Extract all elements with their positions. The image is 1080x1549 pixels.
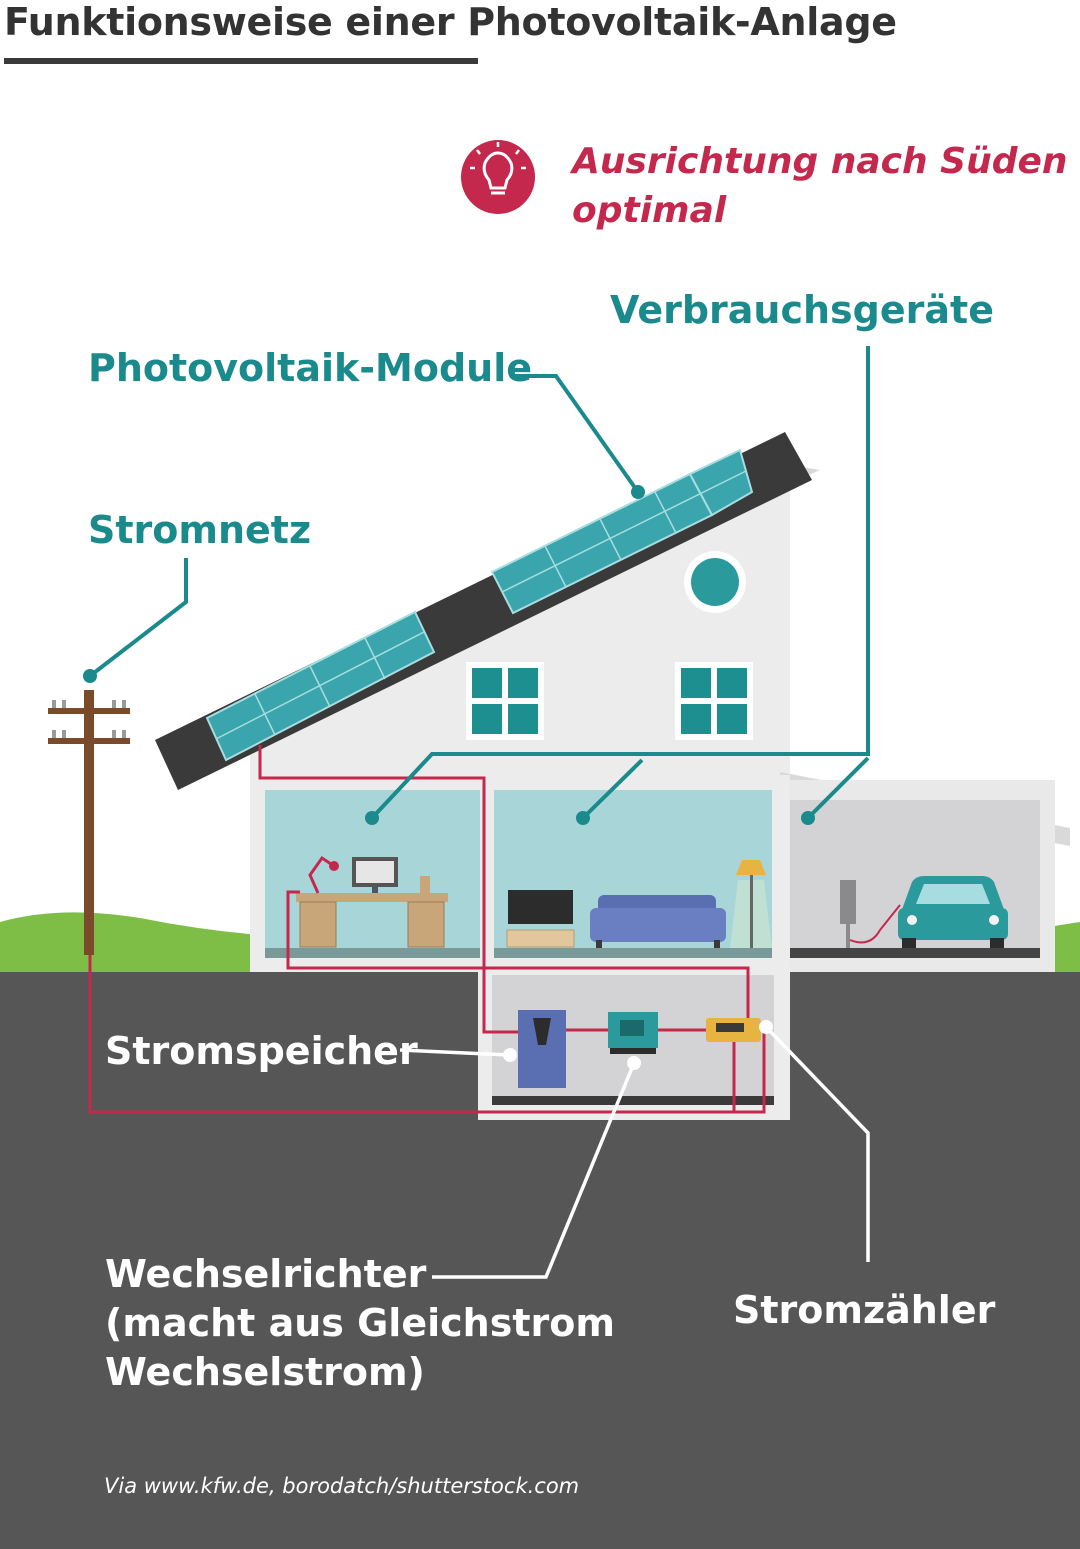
title-underline [4, 58, 478, 64]
tip-line-1: Ausrichtung nach Süden [572, 141, 1068, 182]
upper-window-left [466, 662, 544, 740]
device-marker-middle [576, 811, 590, 825]
lightbulb-icon [461, 140, 535, 214]
label-storage: Stromspeicher [105, 1029, 418, 1073]
tip-line-2: optimal [572, 190, 727, 231]
sofa [590, 895, 726, 948]
label-modules: Photovoltaik-Module [88, 346, 533, 390]
label-devices: Verbrauchsgeräte [610, 288, 994, 332]
device-marker-right [801, 811, 815, 825]
image-credit: Via www.kfw.de, borodatch/shutterstock.c… [104, 1474, 580, 1498]
leader-lines-white [399, 1025, 870, 1279]
device-marker-left [365, 811, 379, 825]
label-inverter-line-1: Wechselrichter [105, 1252, 427, 1296]
solar-cell-grid [215, 470, 747, 740]
modules-marker [631, 485, 645, 499]
upper-window-right [675, 662, 753, 740]
label-grid: Stromnetz [88, 508, 312, 552]
floor-lamp [730, 860, 772, 948]
wiring [88, 745, 766, 1114]
car [898, 876, 1008, 948]
grid-marker [83, 669, 97, 683]
ev-charger [840, 880, 901, 948]
meter-box [706, 1018, 761, 1042]
leader-lines-teal [88, 346, 870, 820]
label-inverter: Wechselrichter (macht aus Gleichstrom We… [105, 1250, 615, 1397]
tv [506, 890, 575, 948]
tip-text: Ausrichtung nach Süden optimal [572, 137, 1068, 235]
label-inverter-line-3: Wechselstrom) [105, 1350, 425, 1394]
label-inverter-line-2: (macht aus Gleichstrom [105, 1301, 615, 1345]
battery-storage [518, 1010, 566, 1088]
label-meter: Stromzähler [733, 1288, 996, 1332]
storage-marker [503, 1048, 517, 1062]
meter-marker [759, 1020, 773, 1034]
utility-pole [48, 690, 130, 955]
garage-floor [790, 948, 1040, 958]
page-title: Funktionsweise einer Photovoltaik-Anlage [4, 0, 897, 44]
grass-left [0, 912, 260, 972]
inverter-box [608, 1012, 658, 1054]
inverter-marker [627, 1056, 641, 1070]
desk [296, 855, 448, 948]
